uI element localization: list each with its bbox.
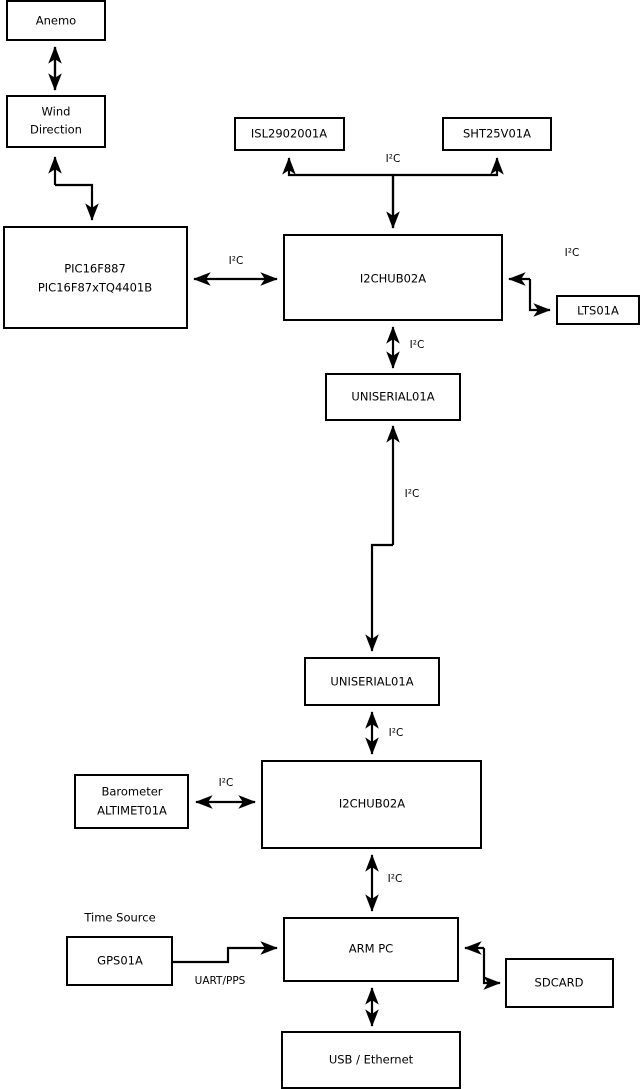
edge-arrow-to-pic	[55, 183, 99, 221]
edge-arrow-to-armpc	[172, 941, 278, 964]
edge-arrow-to-isl	[282, 157, 395, 228]
node-isl-box[interactable]	[234, 117, 345, 151]
edge-label-uni-hub-bottom: I²C	[389, 727, 404, 739]
node-barometer-label-line1: Barometer	[101, 785, 162, 799]
edge-label-gps-armpc: UART/PPS	[195, 975, 246, 987]
edge-arrow-to-uni-bottom	[365, 543, 393, 652]
node-uniserial-top[interactable]: UNISERIAL01A	[325, 373, 461, 421]
node-wind-direction-box[interactable]	[6, 95, 106, 148]
node-hub-bottom[interactable]: I2CHUB02A	[261, 760, 482, 849]
node-hub-bottom-label: I2CHUB02A	[339, 797, 405, 811]
edge-wind-pic	[48, 156, 99, 221]
node-barometer[interactable]: Barometer ALTIMET01A	[74, 774, 189, 829]
node-sht[interactable]: SHT25V01A	[442, 117, 552, 151]
edge-label-baro-hub: I²C	[219, 777, 234, 789]
node-sht-box[interactable]	[442, 117, 552, 151]
edge-arrow-to-sht	[393, 157, 504, 177]
edge-arrow-to-lts	[528, 279, 551, 317]
node-hub-top-box[interactable]	[283, 234, 503, 321]
node-sdcard-label: SDCARD	[535, 976, 584, 990]
edge-label-hub-armpc: I²C	[388, 873, 403, 885]
node-hub-top[interactable]: I2CHUB02A	[283, 234, 503, 321]
node-uniserial-bottom-label: UNISERIAL01A	[330, 675, 413, 689]
node-gps-label: GPS01A	[97, 954, 143, 968]
node-barometer-box[interactable]	[74, 774, 189, 829]
node-lts[interactable]: LTS01A	[556, 295, 640, 325]
node-pic[interactable]: PIC16F887 PIC16F87xTQ4401B	[3, 226, 188, 329]
edge-label-sensor-bus: I²C	[386, 153, 401, 165]
edge-label-hub-lts: I²C	[565, 247, 580, 259]
node-wind-direction-label-line2: Direction	[30, 123, 82, 137]
node-uniserial-top-label: UNISERIAL01A	[351, 390, 434, 404]
node-wind-direction-label-line1: Wind	[42, 105, 71, 119]
node-usb-ethernet[interactable]: USB / Ethernet	[281, 1031, 461, 1089]
node-isl[interactable]: ISL2902001A	[234, 117, 345, 151]
node-usb-ethernet-label: USB / Ethernet	[329, 1053, 414, 1067]
node-hub-top-label: I2CHUB02A	[360, 272, 426, 286]
node-isl-label: ISL2902001A	[251, 127, 327, 141]
node-uniserial-top-box[interactable]	[325, 373, 461, 421]
node-uniserial-bottom-box[interactable]	[304, 657, 440, 706]
node-hub-bottom-box[interactable]	[261, 760, 482, 849]
node-sht-label: SHT25V01A	[463, 127, 531, 141]
node-armpc-label: ARM PC	[349, 942, 393, 956]
node-usb-ethernet-box[interactable]	[281, 1031, 461, 1089]
edge-hubtop-sensors	[282, 157, 504, 229]
node-lts-label: LTS01A	[577, 304, 619, 318]
edge-armpc-sdcard	[464, 941, 501, 990]
node-lts-box[interactable]	[556, 295, 640, 325]
node-anemo-label: Anemo	[36, 14, 76, 28]
edge-label-hub-uni-top: I²C	[410, 339, 425, 351]
edge-unitop-unibottom	[365, 425, 400, 652]
node-sdcard[interactable]: SDCARD	[505, 958, 614, 1008]
node-gps-box[interactable]	[66, 936, 173, 986]
node-gps[interactable]: GPS01A	[66, 936, 173, 986]
node-uniserial-bottom[interactable]: UNISERIAL01A	[304, 657, 440, 706]
node-pic-label-line1: PIC16F887	[64, 262, 126, 276]
edge-gps-armpc	[172, 941, 278, 964]
node-anemo-box[interactable]	[6, 0, 106, 41]
node-pic-box[interactable]	[3, 226, 188, 329]
node-barometer-label-line2: ALTIMET01A	[97, 804, 167, 818]
node-armpc[interactable]: ARM PC	[283, 917, 459, 982]
node-sdcard-box[interactable]	[505, 958, 614, 1008]
node-anemo[interactable]: Anemo	[6, 0, 106, 41]
edge-label-uni-to-uni: I²C	[405, 488, 420, 500]
edge-arrow-to-sdcard	[482, 948, 501, 990]
label-time-source: Time Source	[83, 911, 155, 925]
edge-label-pic-hub: I²C	[229, 255, 244, 267]
node-pic-label-line2: PIC16F87xTQ4401B	[38, 281, 152, 295]
edge-hubtop-lts	[508, 272, 551, 317]
node-armpc-box[interactable]	[283, 917, 459, 982]
node-wind-direction[interactable]: Wind Direction	[6, 95, 106, 148]
